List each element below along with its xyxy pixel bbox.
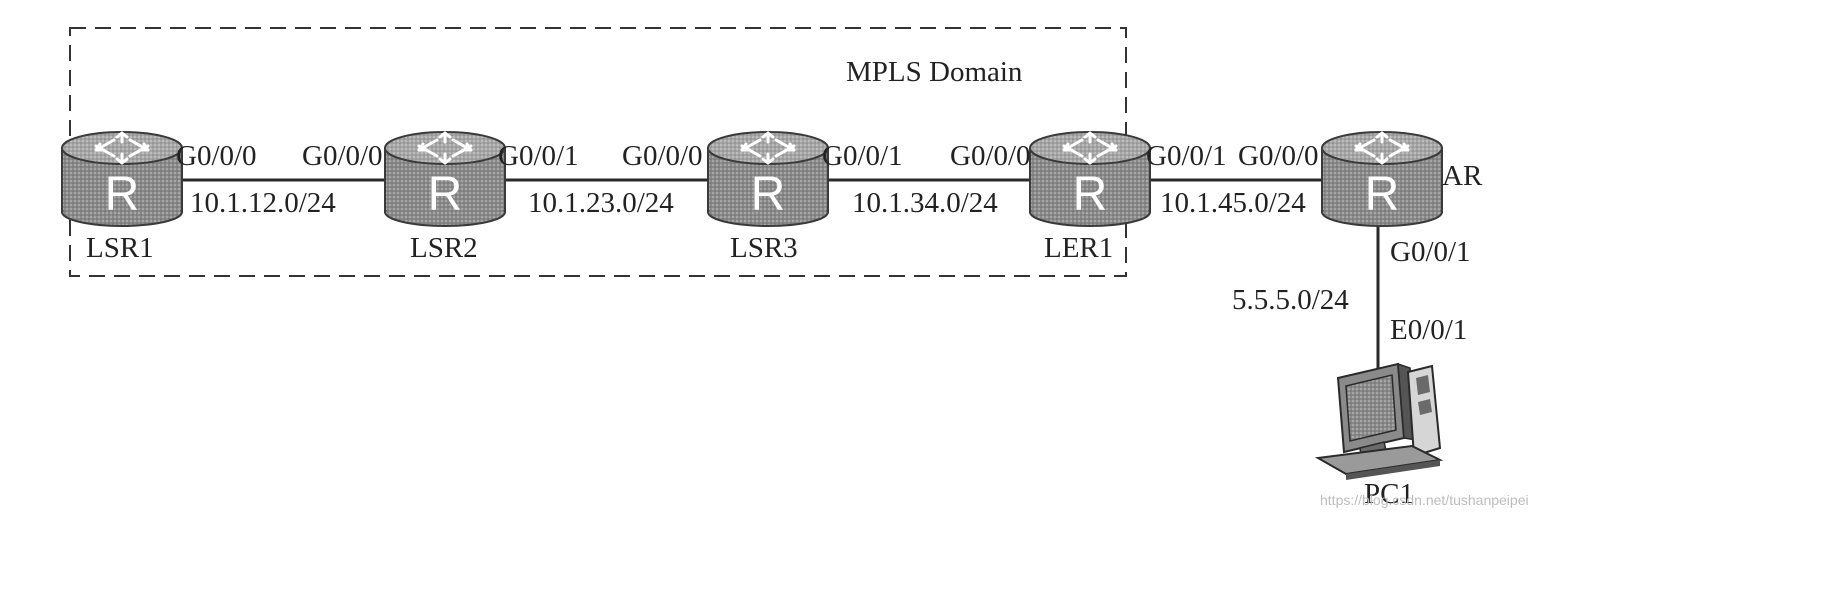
- device-label-lsr3: LSR3: [730, 232, 798, 264]
- router-glyph: R: [1365, 168, 1400, 221]
- watermark: https://blog.csdn.net/tushanpeipei: [1320, 492, 1529, 508]
- router-ler1-icon: R: [1028, 130, 1152, 228]
- device-label-ar: AR: [1442, 160, 1483, 192]
- router-glyph: R: [751, 168, 786, 221]
- pc1-computer-icon: [1314, 362, 1444, 480]
- router-lsr3-icon: R: [706, 130, 830, 228]
- interface-label-ar-g001: G0/0/1: [1390, 236, 1471, 268]
- interface-label-ler1-g000: G0/0/0: [950, 140, 1031, 172]
- interface-label-lsr2-g001: G0/0/1: [498, 140, 579, 172]
- device-label-pc1: PC1: [1364, 478, 1414, 510]
- interface-label-lsr2-g000: G0/0/0: [302, 140, 383, 172]
- router-glyph: R: [1073, 168, 1108, 221]
- router-ar-icon: R: [1320, 130, 1444, 228]
- device-label-lsr2: LSR2: [410, 232, 478, 264]
- interface-label-lsr3-g000: G0/0/0: [622, 140, 703, 172]
- router-lsr1-icon: R: [60, 130, 184, 228]
- mpls-domain-title: MPLS Domain: [846, 56, 1023, 88]
- router-lsr2-icon: R: [383, 130, 507, 228]
- router-glyph: R: [105, 168, 140, 221]
- device-label-lsr1: LSR1: [86, 232, 154, 264]
- interface-label-pc1-e001: E0/0/1: [1390, 314, 1468, 346]
- interface-label-ar-g000: G0/0/0: [1238, 140, 1319, 172]
- interface-label-lsr3-g001: G0/0/1: [822, 140, 903, 172]
- subnet-label-lsr2-lsr3: 10.1.23.0/24: [528, 187, 674, 219]
- subnet-label-ar-pc1: 5.5.5.0/24: [1232, 284, 1349, 316]
- device-label-ler1: LER1: [1044, 232, 1114, 264]
- interface-label-lsr1-g000: G0/0/0: [176, 140, 257, 172]
- subnet-label-lsr1-lsr2: 10.1.12.0/24: [190, 187, 336, 219]
- subnet-label-lsr3-ler1: 10.1.34.0/24: [852, 187, 998, 219]
- router-glyph: R: [428, 168, 463, 221]
- interface-label-ler1-g001: G0/0/1: [1146, 140, 1227, 172]
- subnet-label-ler1-ar: 10.1.45.0/24: [1160, 187, 1306, 219]
